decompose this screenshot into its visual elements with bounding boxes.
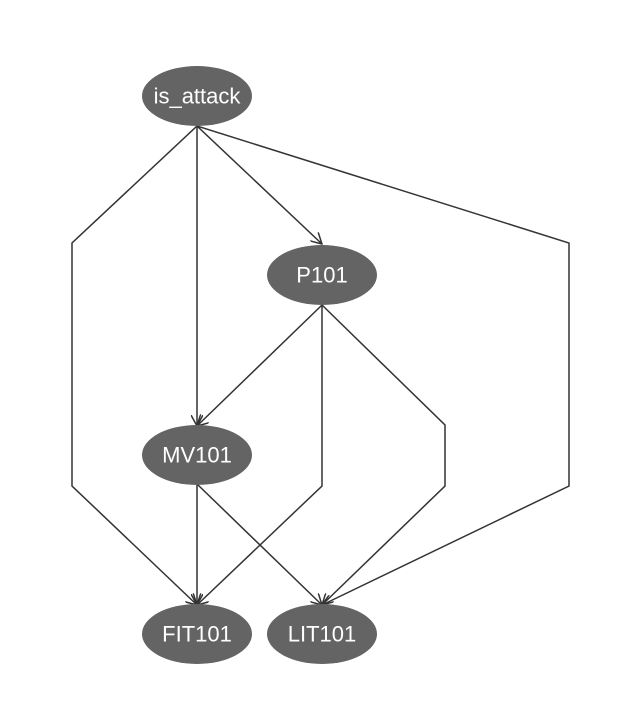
- node-is_attack-label: is_attack: [154, 84, 242, 109]
- node-LIT101-shape: [267, 604, 377, 664]
- node-LIT101-label: LIT101: [288, 622, 357, 647]
- edge-is_attack-to-P101: [196, 125, 322, 244]
- node-MV101[interactable]: MV101: [142, 425, 252, 485]
- edge-P101-to-MV101: [197, 304, 323, 426]
- node-is_attack[interactable]: is_attack: [142, 66, 252, 126]
- edge-MV101-to-LIT101: [196, 483, 322, 605]
- node-MV101-label: MV101: [162, 443, 232, 468]
- node-FIT101-label: FIT101: [162, 622, 232, 647]
- edge-P101-to-LIT101: [322, 304, 446, 605]
- node-MV101-shape: [142, 425, 252, 485]
- node-LIT101[interactable]: LIT101: [267, 604, 377, 664]
- node-P101[interactable]: P101: [267, 245, 377, 305]
- node-FIT101-shape: [142, 604, 252, 664]
- edge-is_attack-to-LIT101: [196, 125, 570, 605]
- node-P101-shape: [267, 245, 377, 305]
- node-P101-label: P101: [296, 263, 347, 288]
- edge-P101-to-FIT101: [197, 305, 323, 605]
- edge-is_attack-to-FIT101: [71, 125, 197, 605]
- node-FIT101[interactable]: FIT101: [142, 604, 252, 664]
- edges: [71, 125, 570, 605]
- node-is_attack-shape: [142, 66, 252, 126]
